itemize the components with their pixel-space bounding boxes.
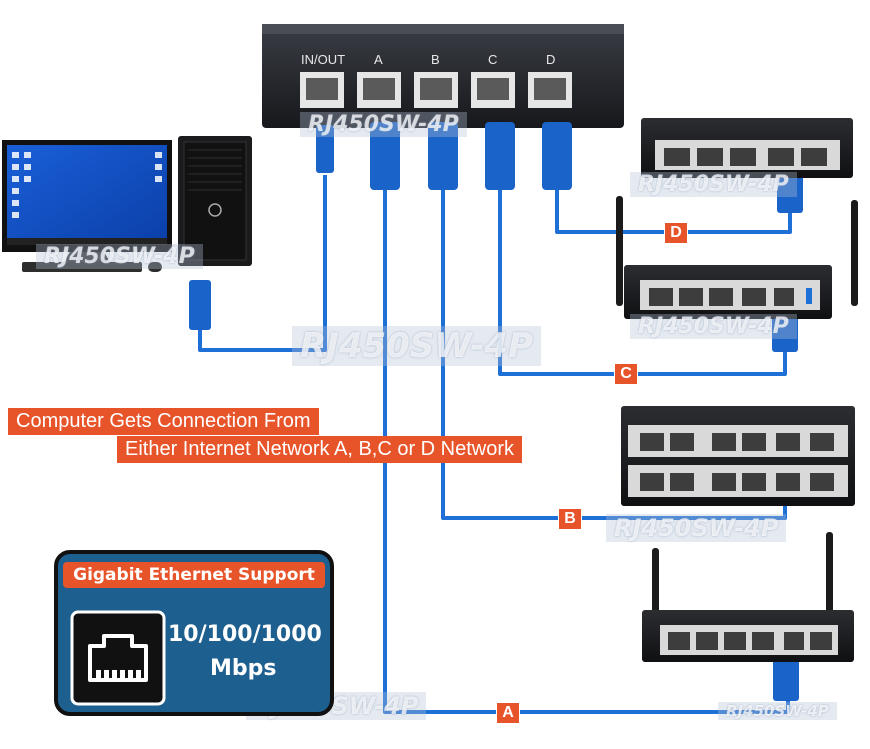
network-label-d: D — [664, 222, 688, 244]
switch-icon — [641, 118, 853, 178]
cable-b — [441, 190, 787, 520]
watermark: RJ450SW-4P — [630, 314, 797, 339]
port-label-d: D — [546, 52, 556, 67]
watermark: RJ450SW-4P — [36, 244, 203, 269]
watermark: RJ450SW-4P — [292, 326, 541, 366]
port-label-a: A — [374, 52, 383, 67]
watermark: RJ450SW-4P — [606, 514, 787, 542]
network-label-c: C — [614, 363, 638, 385]
badge-title: Gigabit Ethernet Support — [58, 562, 330, 588]
rj45-port-icon — [70, 610, 166, 706]
network-label-a: A — [496, 702, 520, 724]
port-label-b: B — [431, 52, 440, 67]
watermark: RJ450SW-4P — [630, 172, 797, 197]
gigabit-badge: Gigabit Ethernet Support 10/100/1000 Mbp… — [54, 550, 334, 716]
router-icon — [642, 532, 854, 662]
cable-inout — [198, 175, 327, 352]
switch-icon — [621, 406, 855, 506]
rj45-switch-box — [262, 24, 624, 128]
router-icon — [616, 196, 858, 319]
badge-speed: 10/100/1000 — [168, 622, 322, 647]
watermark: RJ450SW-4P — [718, 702, 837, 720]
badge-unit: Mbps — [210, 656, 277, 681]
rj45-port-icon — [300, 72, 572, 108]
cable-c — [498, 190, 787, 376]
callout-line-2: Either Internet Network A, B,C or D Netw… — [117, 436, 523, 463]
network-label-b: B — [558, 508, 582, 530]
port-label-c: C — [488, 52, 498, 67]
port-label-inout: IN/OUT — [301, 52, 346, 67]
ethernet-cables — [198, 175, 792, 714]
callout-line-1: Computer Gets Connection From — [8, 408, 319, 435]
watermark: RJ450SW-4P — [300, 112, 467, 137]
desktop-computer-icon — [2, 136, 252, 272]
